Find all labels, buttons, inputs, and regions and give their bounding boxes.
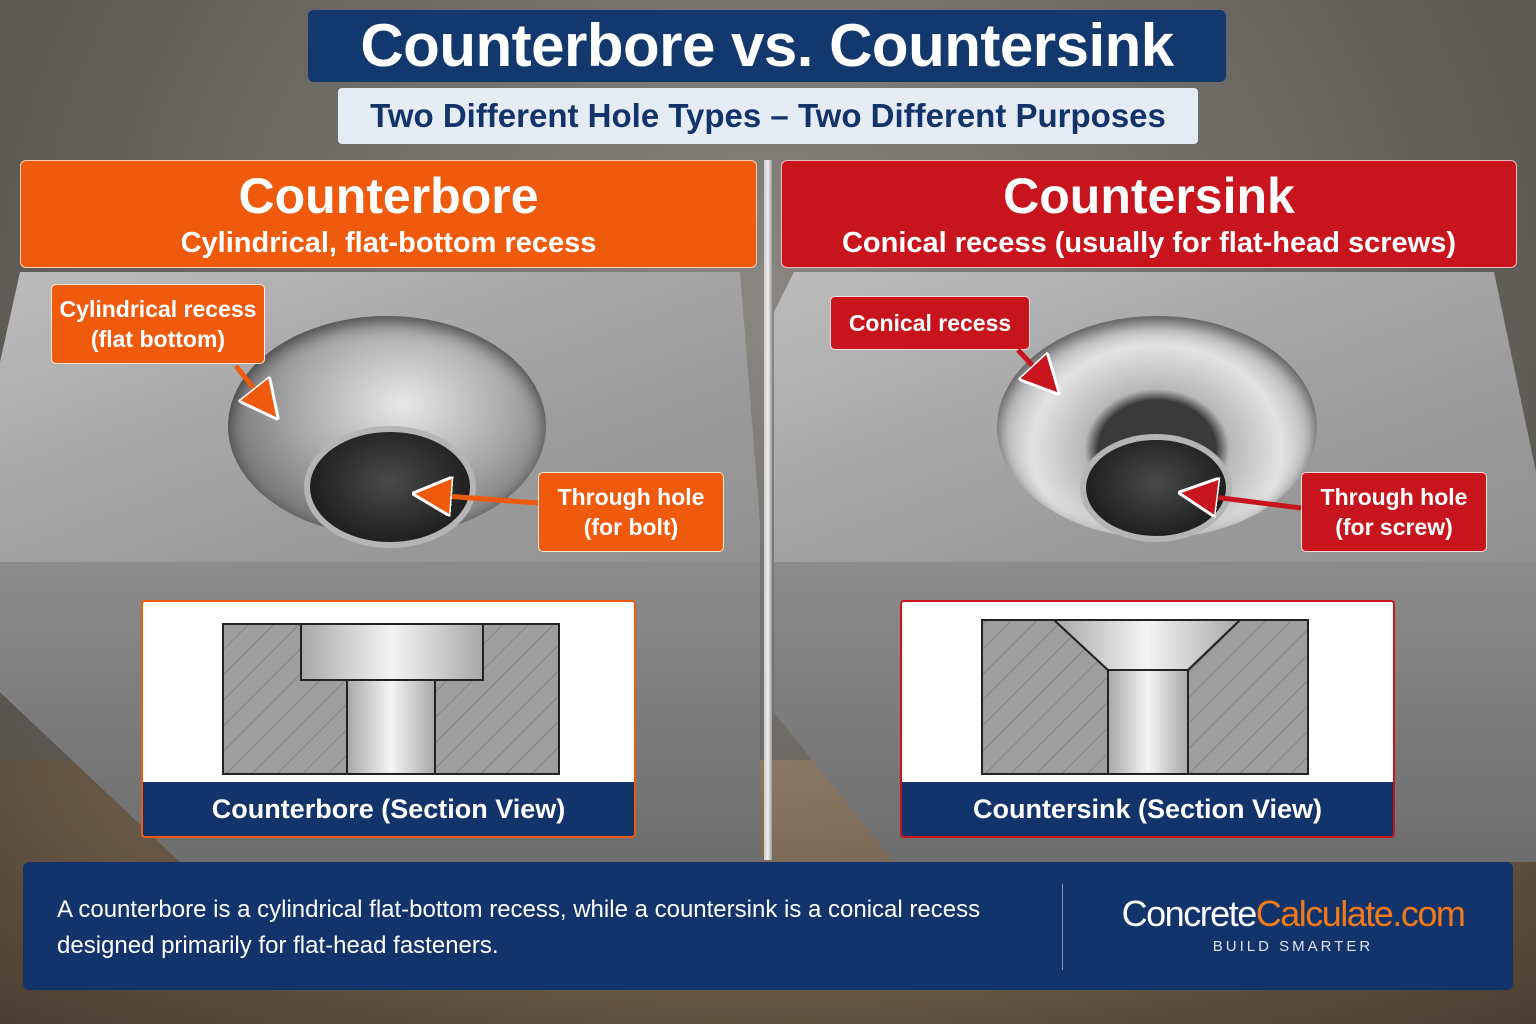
brand-name: ConcreteCalculate.com bbox=[1093, 894, 1493, 934]
countersink-hole-shape bbox=[1107, 669, 1189, 775]
callout-cylindrical-recess: Cylindrical recess (flat bottom) bbox=[51, 284, 265, 364]
callout-line: Through hole bbox=[1320, 484, 1468, 510]
brand-logo[interactable]: ConcreteCalculate.com BUILD SMARTER bbox=[1093, 894, 1493, 956]
counterbore-hole-shape bbox=[346, 679, 436, 775]
callout-line: (flat bottom) bbox=[90, 326, 226, 352]
countersink-header: Countersink Conical recess (usually for … bbox=[781, 160, 1517, 268]
callout-line: Conical recess bbox=[848, 310, 1012, 336]
counterbore-heading: Counterbore bbox=[238, 168, 539, 224]
footer-divider bbox=[1062, 884, 1063, 970]
counterbore-section-view: Counterbore (Section View) bbox=[141, 600, 636, 838]
counterbore-through-hole bbox=[310, 432, 470, 542]
panel-divider bbox=[764, 160, 772, 860]
footer-banner: A counterbore is a cylindrical flat-bott… bbox=[23, 862, 1513, 990]
counterbore-recess-shape bbox=[300, 623, 484, 681]
callout-through-hole-bolt: Through hole (for bolt) bbox=[538, 472, 724, 552]
brand-name-part1: Concrete bbox=[1121, 893, 1258, 934]
countersink-heading: Countersink bbox=[1003, 168, 1295, 224]
footer-description: A counterbore is a cylindrical flat-bott… bbox=[57, 896, 981, 959]
page-subtitle: Two Different Hole Types – Two Different… bbox=[338, 88, 1198, 144]
brand-name-part2: Calculate.com bbox=[1255, 893, 1466, 934]
counterbore-subheading: Cylindrical, flat-bottom recess bbox=[180, 227, 597, 259]
countersink-through-hole bbox=[1086, 440, 1226, 536]
counterbore-header: Counterbore Cylindrical, flat-bottom rec… bbox=[20, 160, 757, 268]
counterbore-section-drawing bbox=[222, 623, 560, 775]
page-title: Counterbore vs. Countersink bbox=[308, 10, 1226, 82]
brand-tagline: BUILD SMARTER bbox=[1212, 938, 1374, 955]
callout-through-hole-screw: Through hole (for screw) bbox=[1301, 472, 1487, 552]
countersink-section-caption: Countersink (Section View) bbox=[902, 782, 1393, 836]
countersink-section-drawing bbox=[981, 619, 1309, 775]
callout-line: (for screw) bbox=[1335, 514, 1453, 540]
countersink-subheading: Conical recess (usually for flat-head sc… bbox=[841, 227, 1457, 259]
callout-conical-recess: Conical recess bbox=[830, 296, 1030, 350]
callout-line: Cylindrical recess bbox=[59, 296, 257, 322]
counterbore-section-caption: Counterbore (Section View) bbox=[143, 782, 634, 836]
callout-line: (for bolt) bbox=[583, 514, 679, 540]
countersink-section-view: Countersink (Section View) bbox=[900, 600, 1395, 838]
callout-line: Through hole bbox=[557, 484, 705, 510]
